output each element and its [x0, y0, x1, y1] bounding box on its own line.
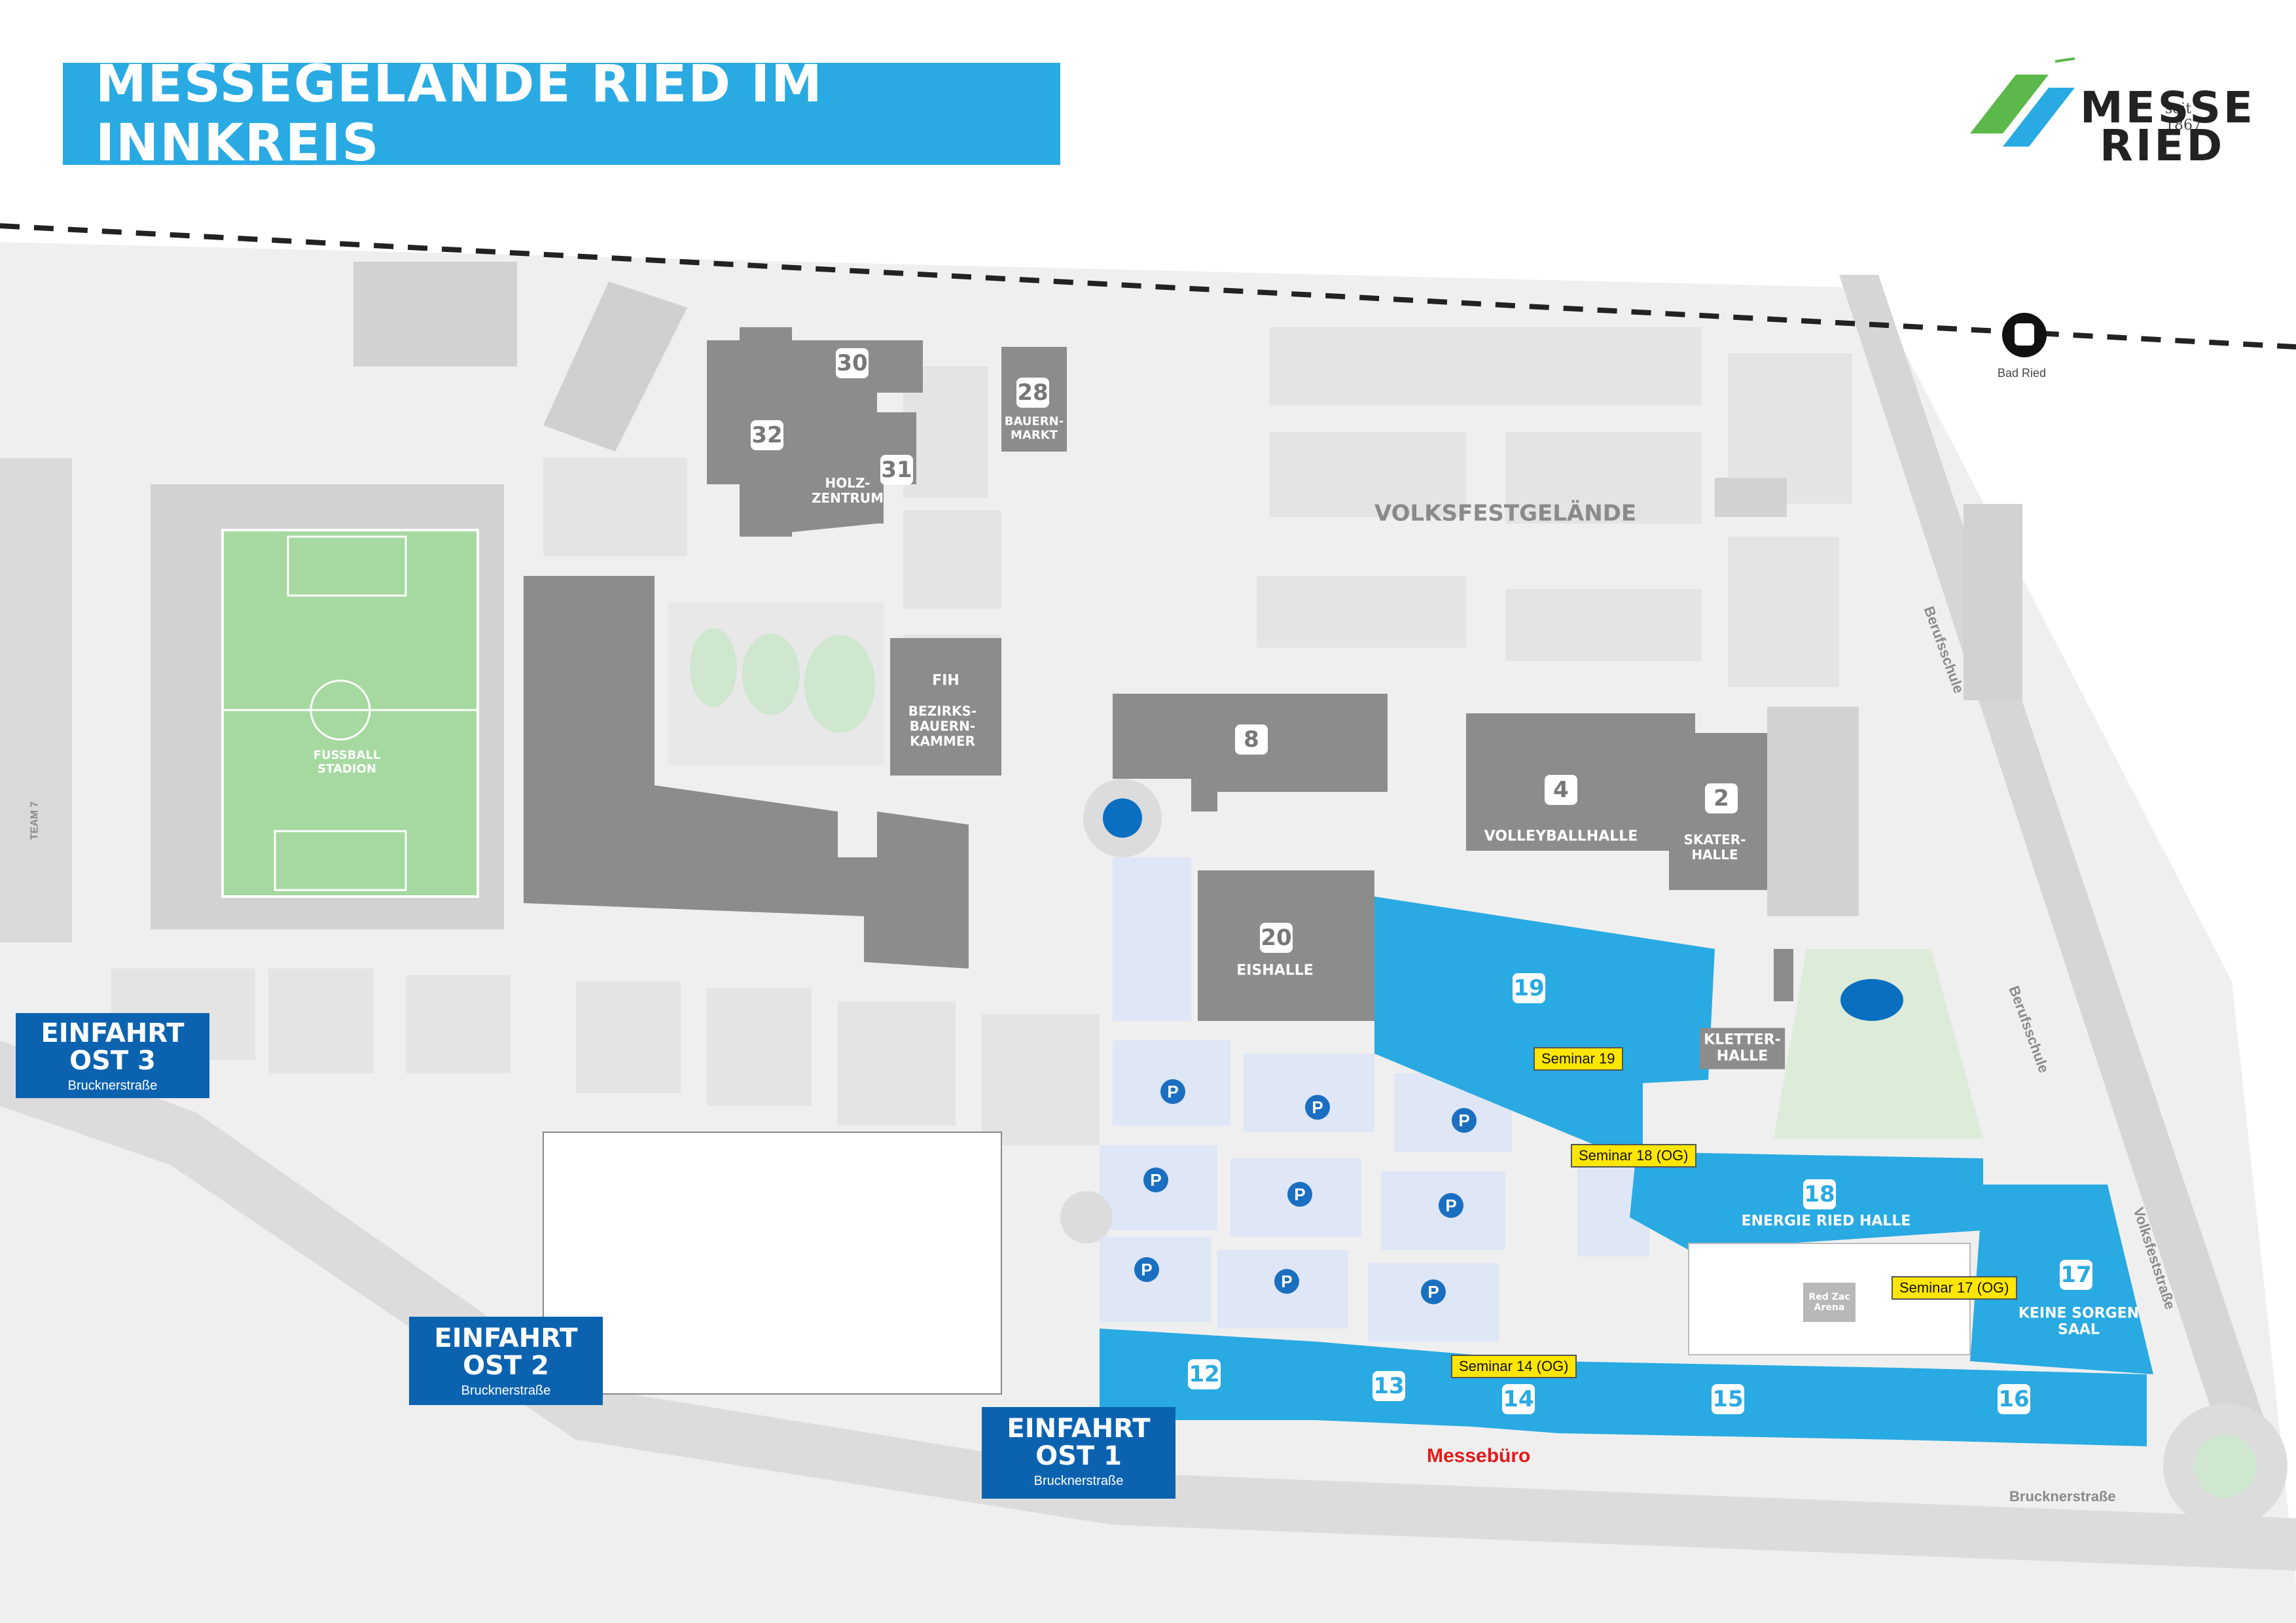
outer-road: [0, 1041, 2296, 1571]
field-bottom-box: [274, 830, 407, 891]
street-brucknerstrasse: Brucknerstraße: [2009, 1488, 2116, 1505]
pond-park: [1840, 979, 1903, 1021]
logo-since: seit 1867: [2165, 101, 2202, 134]
large-empty-lot: [543, 1132, 1002, 1395]
entry-ost1-street: Brucknerstraße: [1033, 1474, 1124, 1488]
parking-icon: P: [1287, 1182, 1312, 1207]
field-center-circle: [310, 679, 371, 741]
page-title: MESSEGELÄNDE RIED IM INNKREIS: [96, 55, 823, 173]
parking-icon: P: [1439, 1193, 1463, 1218]
building-number-31: 31: [880, 455, 913, 485]
building-number-18: 18: [1803, 1179, 1836, 1209]
building-number-28: 28: [1016, 378, 1049, 408]
building-number-13: 13: [1372, 1371, 1405, 1401]
building-number-8: 8: [1235, 724, 1268, 755]
left-road: [0, 458, 72, 942]
parking-icon: P: [1134, 1257, 1159, 1282]
label-fih: FIH: [932, 672, 960, 689]
label-fussball-stadion: FUSSBALL STADION: [313, 748, 381, 776]
parking-icon: P: [1143, 1168, 1168, 1192]
red-zac-arena-core: [1803, 1283, 1856, 1322]
seminar-17-label: Seminar 17 (OG): [1892, 1276, 2017, 1300]
entry-ost2-title: EINFAHRT OST 2: [434, 1323, 578, 1381]
parking-icon: P: [1452, 1108, 1477, 1133]
entry-ost1-title: EINFAHRT OST 1: [1007, 1414, 1151, 1471]
entry-ost3[interactable]: EINFAHRT OST 3 Brucknerstraße: [16, 1013, 209, 1098]
field-top-box: [287, 535, 407, 597]
label-kletterhalle: KLETTER- HALLE: [1700, 1027, 1785, 1069]
label-holzzentrum: HOLZ- ZENTRUM: [811, 475, 884, 506]
pond-roundabout: [1103, 798, 1142, 838]
label-volksfestgelaende: VOLKSFESTGELÄNDE: [1374, 500, 1637, 527]
tree-oval-2: [742, 633, 800, 715]
train-icon-body: [2015, 323, 2034, 346]
label-bezirksbauernkammer: BEZIRKS- BAUERN- KAMMER: [908, 703, 977, 749]
park-area: [1774, 949, 1983, 1139]
messebuero-label: Messebüro: [1427, 1445, 1531, 1467]
parking-icon: P: [1274, 1269, 1299, 1294]
roundabout-south-green: [2194, 1435, 2257, 1497]
station-label: Bad Ried: [1998, 366, 2047, 380]
building-number-19: 19: [1513, 973, 1545, 1003]
label-energie-ried-halle: ENERGIE RIED HALLE: [1741, 1213, 1911, 1230]
parking-icon: P: [1305, 1095, 1330, 1120]
map-title-banner: MESSEGELÄNDE RIED IM INNKREIS: [63, 55, 1060, 173]
building-number-20: 20: [1260, 923, 1293, 953]
roundabout-parking: [1060, 1191, 1113, 1243]
tree-oval-3: [804, 635, 875, 733]
label-eishalle: EISHALLE: [1236, 962, 1314, 979]
building-number-32: 32: [751, 420, 783, 450]
seminar-19-label: Seminar 19: [1534, 1047, 1623, 1071]
messe-ried-logo: seit 1867 MESSE RIED: [1957, 55, 2253, 173]
label-red-zac-arena: Red Zac Arena: [1808, 1291, 1850, 1313]
entry-ost3-street: Brucknerstraße: [67, 1079, 158, 1093]
building-number-14: 14: [1502, 1384, 1535, 1414]
entry-ost1[interactable]: EINFAHRT OST 1 Brucknerstraße: [982, 1407, 1175, 1499]
entry-ost2-street: Brucknerstraße: [461, 1383, 551, 1398]
building-number-16: 16: [1998, 1384, 2030, 1414]
logo-mark-icon: [1970, 57, 2075, 147]
label-bauernmarkt: BAUERN- MARKT: [1004, 414, 1064, 442]
label-skaterhalle: SKATER- HALLE: [1683, 832, 1746, 863]
street-team7: TEAM 7: [29, 801, 41, 840]
tree-oval-1: [690, 628, 737, 707]
parking-icon: P: [1421, 1279, 1446, 1304]
parking-icon: P: [1160, 1079, 1185, 1104]
logo-line1: MESSE: [2080, 82, 2255, 133]
entry-ost2[interactable]: EINFAHRT OST 2 Brucknerstraße: [409, 1317, 603, 1405]
logo-line2: RIED: [2100, 120, 2225, 171]
building-number-4: 4: [1545, 775, 1577, 805]
parking-fields: [1100, 857, 1649, 1342]
railway-line: [0, 223, 2296, 349]
label-volleyballhalle: VOLLEYBALLHALLE: [1484, 828, 1638, 845]
label-keine-sorgen-saal: KEINE SORGEN SAAL: [2018, 1305, 2140, 1338]
entry-ost3-title: EINFAHRT OST 3: [41, 1018, 185, 1076]
seminar-18-label: Seminar 18 (OG): [1571, 1144, 1696, 1168]
building-number-30: 30: [836, 348, 869, 378]
building-number-15: 15: [1712, 1384, 1744, 1414]
football-field: [221, 529, 479, 898]
building-number-17: 17: [2060, 1260, 2092, 1290]
seminar-14-label: Seminar 14 (OG): [1451, 1355, 1577, 1378]
building-number-2: 2: [1705, 783, 1738, 813]
berufsschule-road: [1839, 275, 2271, 1453]
building-number-12: 12: [1188, 1359, 1221, 1389]
